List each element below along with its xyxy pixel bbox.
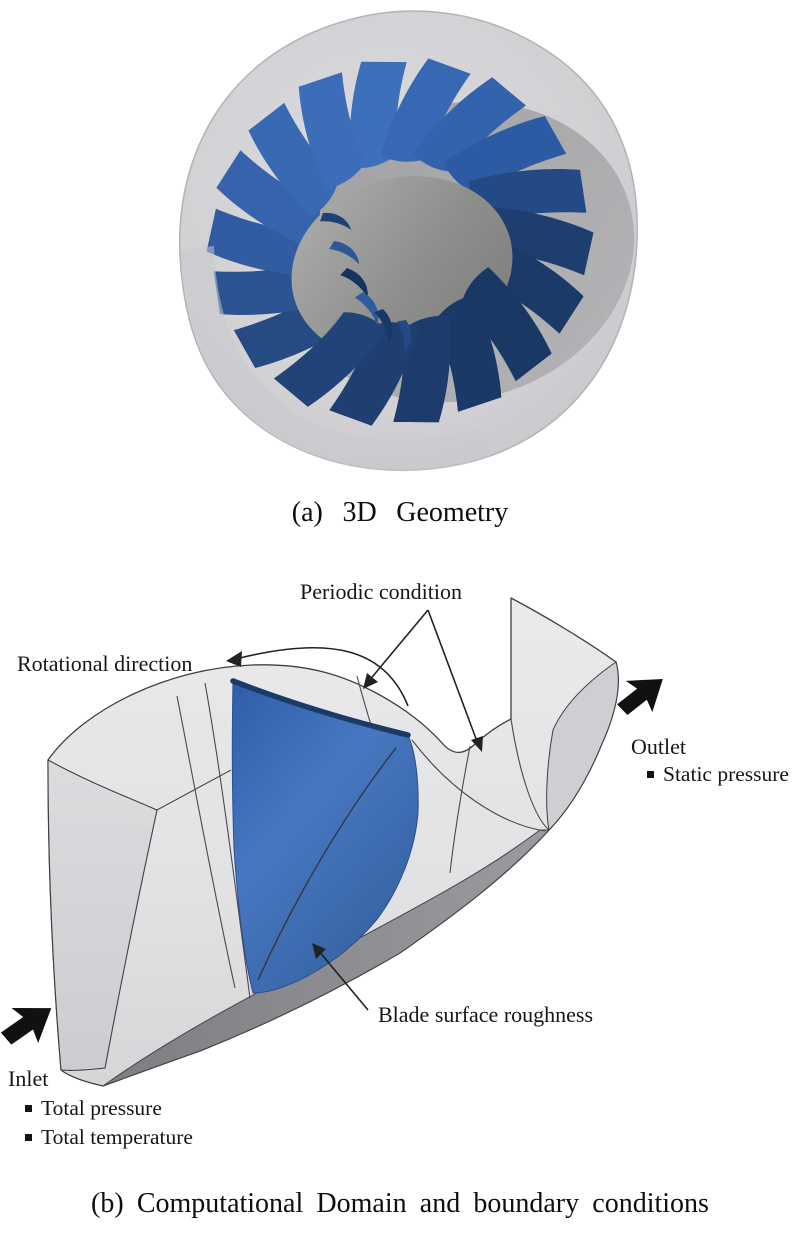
figure-a-3d-geometry: [179, 10, 638, 472]
inlet-face: [47, 759, 158, 1071]
casing-front-rim: [181, 246, 492, 472]
inlet-flow-arrow-icon: [0, 989, 64, 1058]
annotation-arrows: [226, 609, 483, 1011]
outlet-flow-arrow-icon: [608, 662, 675, 727]
inlet-condition-item-1: Total pressure: [25, 1096, 162, 1121]
rotational-direction-label: Rotational direction: [17, 651, 193, 676]
blade-tip-edge: [230, 678, 411, 738]
outlet-label: Outlet: [631, 734, 686, 759]
inlet-label: Inlet: [8, 1066, 49, 1091]
caption-figure-b: (b) Computational Domain and boundary co…: [91, 1188, 709, 1219]
periodic-condition-label: Periodic condition: [300, 579, 462, 604]
inlet-condition-item-2: Total temperature: [25, 1125, 193, 1150]
blade-surface-roughness-label: Blade surface roughness: [378, 1002, 594, 1027]
inlet-condition-text-2: Total temperature: [41, 1125, 193, 1149]
inlet-condition-text-1: Total pressure: [41, 1096, 162, 1120]
outlet-condition-item: Static pressure: [647, 762, 789, 787]
blade-chord-line: [257, 747, 397, 981]
bullet-square-icon: [25, 1105, 32, 1112]
periodic-condition-arrow: [363, 609, 483, 752]
bullet-square-icon: [647, 771, 654, 778]
caption-figure-a: (a) 3D Geometry: [291, 497, 509, 528]
outlet-condition-text: Static pressure: [663, 762, 789, 786]
blade-roughness-arrow: [312, 943, 369, 1011]
bullet-square-icon: [25, 1134, 32, 1141]
rotational-direction-arrow: [226, 646, 409, 707]
blade-surface: [230, 678, 419, 994]
figure-b-computational-domain: [0, 597, 675, 1087]
